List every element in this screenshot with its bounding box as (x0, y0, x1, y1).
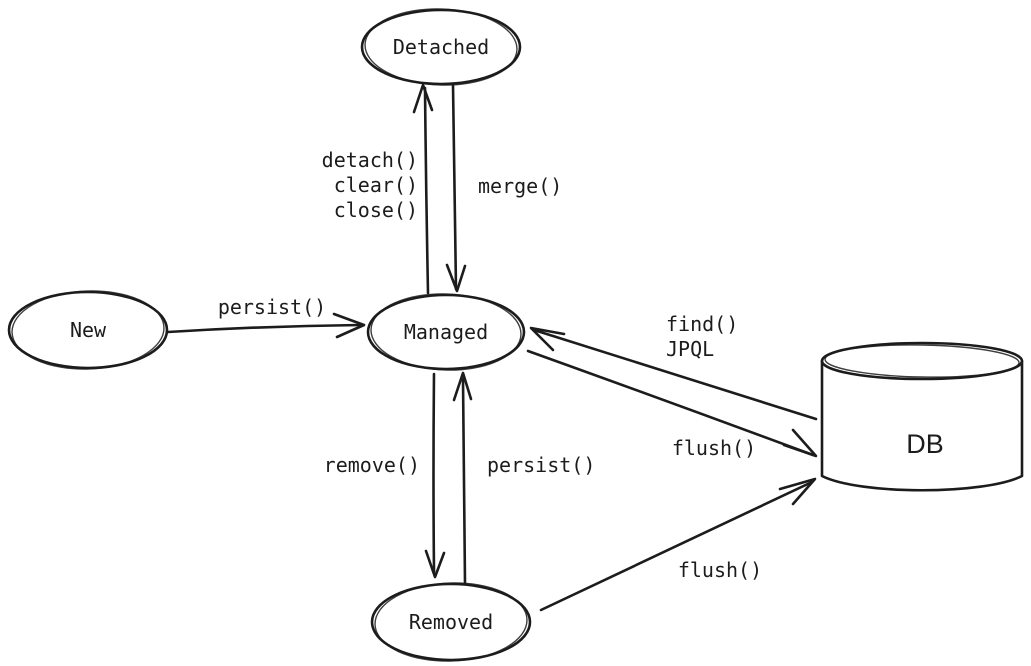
node-db-top (820, 341, 1024, 381)
edge-managed-to-removed: remove() (324, 372, 446, 579)
node-removed-shape (370, 582, 532, 662)
node-new-label: New (70, 318, 107, 342)
edge-detached-to-managed-line (451, 83, 458, 291)
node-detached-shape-sketch (364, 8, 518, 86)
node-new: New (7, 290, 169, 370)
node-removed-label: Removed (409, 610, 493, 634)
node-db-body (820, 359, 1024, 492)
edge-label-close: close() (334, 198, 418, 222)
node-new-shape (7, 290, 169, 370)
edge-new-to-managed-arrowhead (332, 312, 366, 339)
edge-managed-to-detached-line (423, 86, 430, 295)
edge-label-detach: detach() (322, 148, 418, 172)
edge-removed-to-db-line (539, 480, 814, 612)
edge-removed-to-db: flush() (539, 477, 817, 612)
node-detached-label: Detached (393, 35, 489, 59)
node-managed-shape-sketch (370, 293, 522, 371)
node-detached: Detached (360, 8, 522, 86)
edge-detached-to-managed: merge() (445, 83, 562, 293)
edge-label-flush-removed: flush() (678, 558, 762, 582)
edge-label-flush-managed: flush() (672, 436, 756, 460)
edge-new-to-managed: persist() (166, 295, 366, 339)
node-detached-shape (360, 8, 522, 86)
edge-label-clear: clear() (334, 173, 418, 197)
edge-detached-to-managed-arrowhead (445, 263, 467, 293)
node-managed-label: Managed (404, 320, 488, 344)
edge-managed-to-removed-line (432, 372, 436, 574)
edge-managed-to-removed-arrowhead (424, 549, 446, 579)
edge-db-to-managed-arrowhead (529, 326, 566, 352)
edge-label-remove: remove() (324, 453, 420, 477)
edge-managed-to-db-arrowhead (782, 428, 818, 458)
node-db-label: DB (906, 429, 944, 459)
node-managed-shape (366, 293, 526, 371)
node-removed: Removed (370, 582, 532, 662)
edge-label-jpql: JPQL (666, 337, 714, 361)
node-managed: Managed (366, 293, 526, 371)
edge-managed-to-detached-arrowhead (412, 83, 434, 114)
edge-db-to-managed-line (532, 328, 818, 421)
node-removed-shape-sketch (374, 582, 528, 662)
edge-label-merge: merge() (478, 174, 562, 198)
node-new-shape-sketch (11, 290, 165, 370)
edge-managed-to-db-line (526, 349, 815, 457)
edge-removed-to-db-arrowhead (778, 477, 817, 506)
edge-managed-to-detached: detach() clear() close() (322, 83, 434, 295)
node-db-top-sketch (824, 344, 1020, 378)
node-db: DB (820, 341, 1024, 492)
edge-label-find: find() (666, 312, 738, 336)
edge-new-to-managed-line (166, 323, 362, 334)
edge-removed-to-managed-arrowhead (452, 371, 473, 402)
edge-managed-to-db: flush() (526, 349, 818, 460)
edge-db-to-managed: find() JPQL (529, 312, 818, 421)
edge-removed-to-managed-line (461, 377, 467, 586)
edge-label-persist-new: persist() (218, 295, 326, 319)
edge-label-persist-removed: persist() (487, 453, 595, 477)
edge-removed-to-managed: persist() (452, 371, 595, 586)
